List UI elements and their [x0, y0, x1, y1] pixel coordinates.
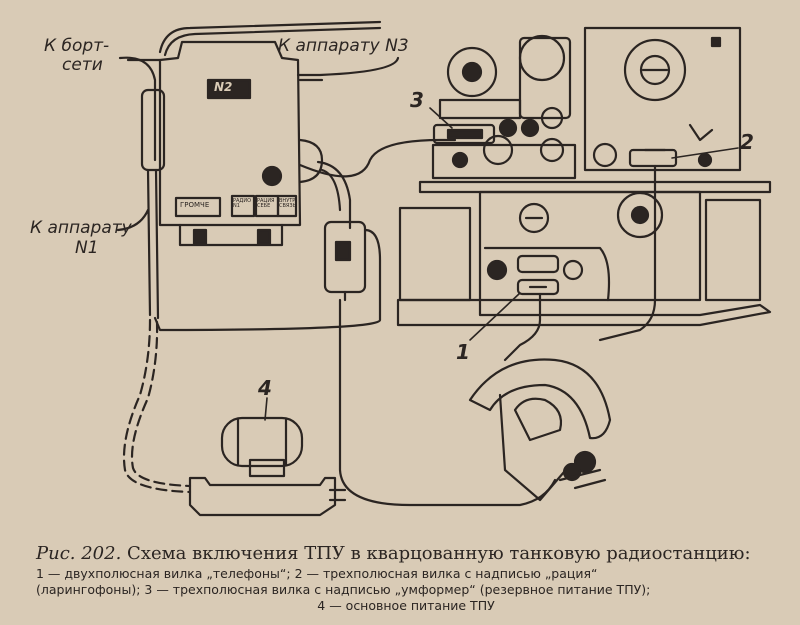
box-sign-louder: ГРОМЧЕ — [180, 201, 210, 209]
label-to-apparatus-n3: К аппарату N3 — [278, 36, 409, 56]
box-number-label: N2 — [214, 80, 233, 94]
figure-caption: Рис. 202. Схема включения ТПУ в кварцова… — [36, 542, 776, 614]
radio-upper-units — [418, 26, 772, 194]
tank-headset — [468, 358, 612, 502]
radio-lower-units — [396, 190, 772, 327]
caption-title-text: Схема включения ТПУ в кварцованную танко… — [127, 543, 751, 564]
legend-line-1: 1 — двухполюсная вилка „телефоны“; 2 — т… — [36, 566, 598, 581]
laryngophone-cable — [503, 164, 657, 362]
legend-line-2: (ларингофоны); 3 — трехполюсная вилка с … — [36, 582, 651, 597]
label-to-apparatus-n1-line2: N1 — [75, 238, 99, 258]
top-cables — [118, 20, 400, 162]
callout-4: 4 — [258, 376, 272, 400]
caption-figure-number: Рис. 202. — [36, 543, 122, 564]
wiring-diagram — [116, 20, 772, 517]
tpu-box-n2 — [158, 40, 324, 247]
box-sign-radio-n1: РАДИО N1 — [233, 198, 252, 210]
headset-cable — [316, 160, 557, 507]
main-power-cable — [122, 318, 192, 494]
callout-3: 3 — [410, 88, 424, 112]
label-to-apparatus-n1-line1: К аппарату — [30, 218, 132, 238]
left-cable-sleeve — [116, 88, 166, 320]
legend-line-3: 4 — основное питание ТПУ — [317, 598, 495, 613]
callout-2: 2 — [740, 130, 754, 154]
label-to-onboard-network-1: К борт- — [44, 36, 110, 56]
caption-title: Рис. 202. Схема включения ТПУ в кварцова… — [36, 542, 776, 566]
label-to-onboard-network-2: сети — [62, 55, 103, 75]
umformer-cable — [153, 138, 457, 332]
caption-legend: 1 — двухполюсная вилка „телефоны“; 2 — т… — [36, 566, 776, 614]
callout-1: 1 — [456, 340, 470, 364]
callout-leaders — [264, 107, 739, 421]
box-sign-internal: ВНУТР. СВЯЗЬ — [279, 198, 297, 210]
box-sign-radio-self: РАЦИЯ СЕБЕ — [257, 198, 275, 210]
power-unit-4 — [188, 416, 347, 517]
